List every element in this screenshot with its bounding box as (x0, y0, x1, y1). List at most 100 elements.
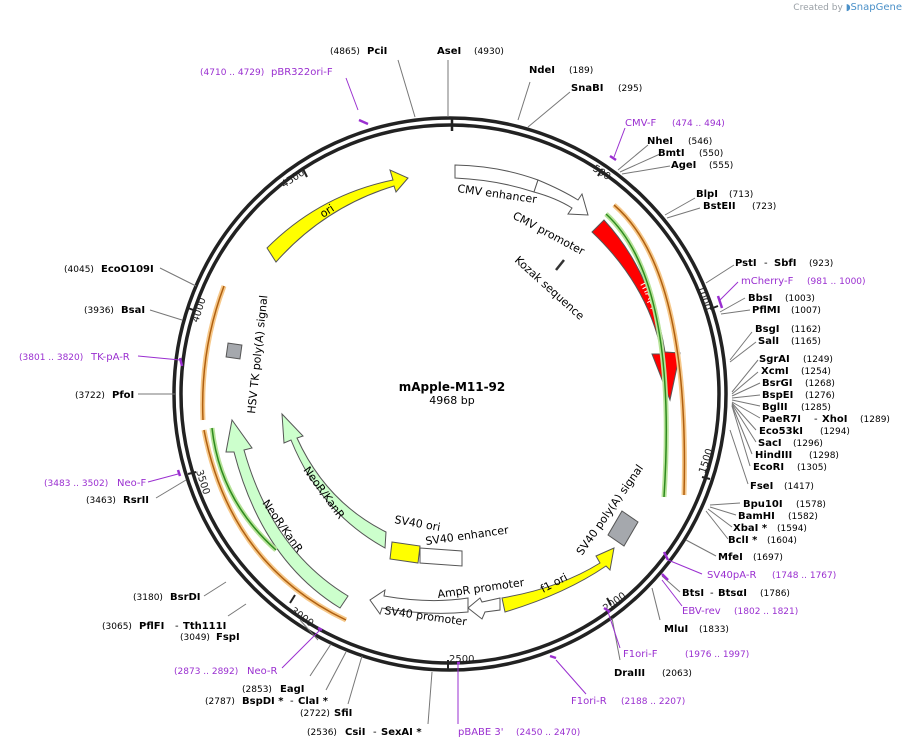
svg-text:(1697): (1697) (753, 553, 783, 563)
svg-text:-: - (175, 621, 179, 632)
svg-text:BsrGI: BsrGI (762, 378, 792, 389)
svg-text:(4710 .. 4729): (4710 .. 4729) (200, 68, 264, 78)
enzyme-label-RsrII: (3463)RsrII (86, 495, 149, 506)
svg-text:F1ori-R: F1ori-R (571, 696, 607, 707)
enzyme-label-BsaI: (3936)BsaI (84, 305, 145, 316)
enzyme-label-PstI: PstI-SbfI(923) (735, 258, 833, 269)
svg-text:(1285): (1285) (801, 403, 831, 413)
svg-text:BtsαI: BtsαI (718, 588, 747, 599)
svg-text:(1165): (1165) (791, 337, 821, 347)
svg-text:RsrII: RsrII (123, 495, 149, 506)
svg-text:(555): (555) (709, 161, 733, 171)
svg-text:BglII: BglII (762, 402, 788, 413)
svg-text:F1ori-F: F1ori-F (623, 649, 658, 660)
svg-text:(4045): (4045) (64, 265, 94, 275)
svg-text:(1417): (1417) (784, 482, 814, 492)
svg-text:(2188 .. 2207): (2188 .. 2207) (621, 697, 685, 707)
enzyme-label-BsrDI: (3180)BsrDI (133, 592, 201, 603)
svg-text:CMV-F: CMV-F (625, 118, 656, 129)
svg-text:XhoI: XhoI (822, 414, 847, 425)
primer-label-pBR322ori-F: (4710 .. 4729)pBR322ori-F (200, 67, 333, 78)
svg-text:FseI: FseI (750, 481, 773, 492)
svg-text:BsgI: BsgI (755, 324, 779, 335)
svg-text:SfiI: SfiI (334, 708, 352, 719)
svg-text:PciI: PciI (367, 46, 387, 57)
svg-text:mCherry-F: mCherry-F (741, 276, 794, 287)
svg-text:BsrDI: BsrDI (170, 592, 201, 603)
enzyme-label-PfoI: (3722) PfoI (75, 390, 134, 401)
svg-text:NheI: NheI (647, 136, 673, 147)
svg-text:PfoI: PfoI (112, 390, 134, 401)
svg-text:-: - (710, 588, 714, 599)
svg-text:BsaI: BsaI (121, 305, 145, 316)
enzyme-leaders (138, 59, 761, 725)
svg-text:(3722): (3722) (75, 391, 105, 401)
enzyme-label-NheI: NheI (546) (647, 136, 712, 147)
sv40-polyA-label: SV40 poly(A) signal (574, 462, 646, 557)
primer-label-TK-pA-R: (3801 .. 3820) TK-pA-R (19, 352, 130, 363)
svg-text:BspDI *: BspDI * (242, 696, 284, 707)
svg-text:DraIII: DraIII (614, 668, 645, 679)
enzyme-label-FspI: (3049)FspI (180, 632, 240, 643)
enzyme-label-SalI: SalI (1165) (758, 336, 821, 347)
tick-1000: 1000 (694, 285, 719, 312)
svg-text:(1578): (1578) (796, 500, 826, 510)
enzyme-label-BtsI: BtsI-BtsαI(1786) (682, 588, 790, 599)
enzyme-label-NdeI: NdeI(189) (529, 65, 593, 76)
svg-text:(1254): (1254) (801, 367, 831, 377)
sv40-ori-label: SV40 ori (393, 513, 441, 534)
svg-text:(4930): (4930) (474, 47, 504, 57)
enzyme-label-BspEI: BspEI(1276) (762, 390, 835, 401)
svg-text:(1604): (1604) (767, 536, 797, 546)
svg-text:(474 .. 494): (474 .. 494) (672, 119, 725, 129)
svg-text:(3483 .. 3502): (3483 .. 3502) (44, 479, 108, 489)
svg-text:(1833): (1833) (699, 625, 729, 635)
primer-label-SV40pA-R: SV40pA-R (1748 .. 1767) (707, 570, 836, 581)
credit-brand: SnapGene (850, 2, 902, 13)
enzyme-label-BspDI: (2787)BspDI *-ClaI * (205, 696, 329, 707)
svg-text:MluI: MluI (664, 624, 688, 635)
hsv-polyA-label: HSV TK poly(A) signal (245, 294, 270, 414)
primer-label-Neo-R: (2873 .. 2892)Neo-R (174, 666, 278, 677)
svg-text:(3801 .. 3820): (3801 .. 3820) (19, 353, 83, 363)
enzyme-label-MfeI: MfeI(1697) (718, 552, 783, 563)
svg-text:BclI *: BclI * (728, 535, 758, 546)
svg-text:pBABE 3': pBABE 3' (458, 727, 504, 738)
enzyme-labels: (4865)PciI AseI(4930) NdeI(189) SnaBI(29… (64, 46, 890, 738)
plasmid-name: mApple-M11-92 (399, 380, 506, 394)
svg-text:(189): (189) (569, 66, 593, 76)
tick-label-2000: 2000 (601, 591, 628, 615)
svg-text:(1976 .. 1997): (1976 .. 1997) (685, 650, 749, 660)
svg-text:SgrAI: SgrAI (759, 354, 790, 365)
svg-text:-: - (764, 258, 768, 269)
neo-inner-label: NeoR/KanR (301, 464, 348, 522)
svg-text:XcmI: XcmI (761, 366, 789, 377)
svg-text:(546): (546) (688, 137, 712, 147)
svg-text:Tth111I: Tth111I (183, 621, 226, 632)
enzyme-label-BamHI: BamHI(1582) (738, 511, 818, 522)
enzyme-label-EcoRI: EcoRI(1305) (753, 462, 827, 473)
svg-text:CsiI: CsiI (345, 727, 365, 738)
svg-text:TK-pA-R: TK-pA-R (90, 352, 130, 363)
primer-label-CMV-F: CMV-F (474 .. 494) (625, 118, 725, 129)
svg-text:BlpI: BlpI (696, 189, 718, 200)
svg-text:SalI: SalI (758, 336, 779, 347)
svg-text:(713): (713) (729, 190, 753, 200)
svg-text:(723): (723) (752, 202, 776, 212)
svg-text:(1298): (1298) (809, 451, 839, 461)
svg-text:ClaI *: ClaI * (298, 696, 329, 707)
feature-mApple: mApple (591, 219, 681, 402)
svg-text:(1748 .. 1767): (1748 .. 1767) (772, 571, 836, 581)
tick-label-4500: 4500 (280, 167, 307, 190)
svg-text:PstI: PstI (735, 258, 757, 269)
enzyme-label-PflFI: (3065)PflFI-Tth111I (102, 621, 226, 632)
svg-text:-: - (373, 727, 377, 738)
credit-prefix: Created by (793, 3, 843, 13)
enzyme-label-XbaI: XbaI *(1594) (733, 523, 807, 534)
svg-text:EagI: EagI (280, 684, 304, 695)
svg-text:SV40pA-R: SV40pA-R (707, 570, 756, 581)
svg-text:SbfI: SbfI (774, 258, 796, 269)
enzyme-label-PaeR7I: PaeR7I-XhoI(1289) (762, 414, 890, 425)
svg-text:AgeI: AgeI (671, 160, 696, 171)
enzyme-label-AgeI: AgeI (555) (671, 160, 733, 171)
